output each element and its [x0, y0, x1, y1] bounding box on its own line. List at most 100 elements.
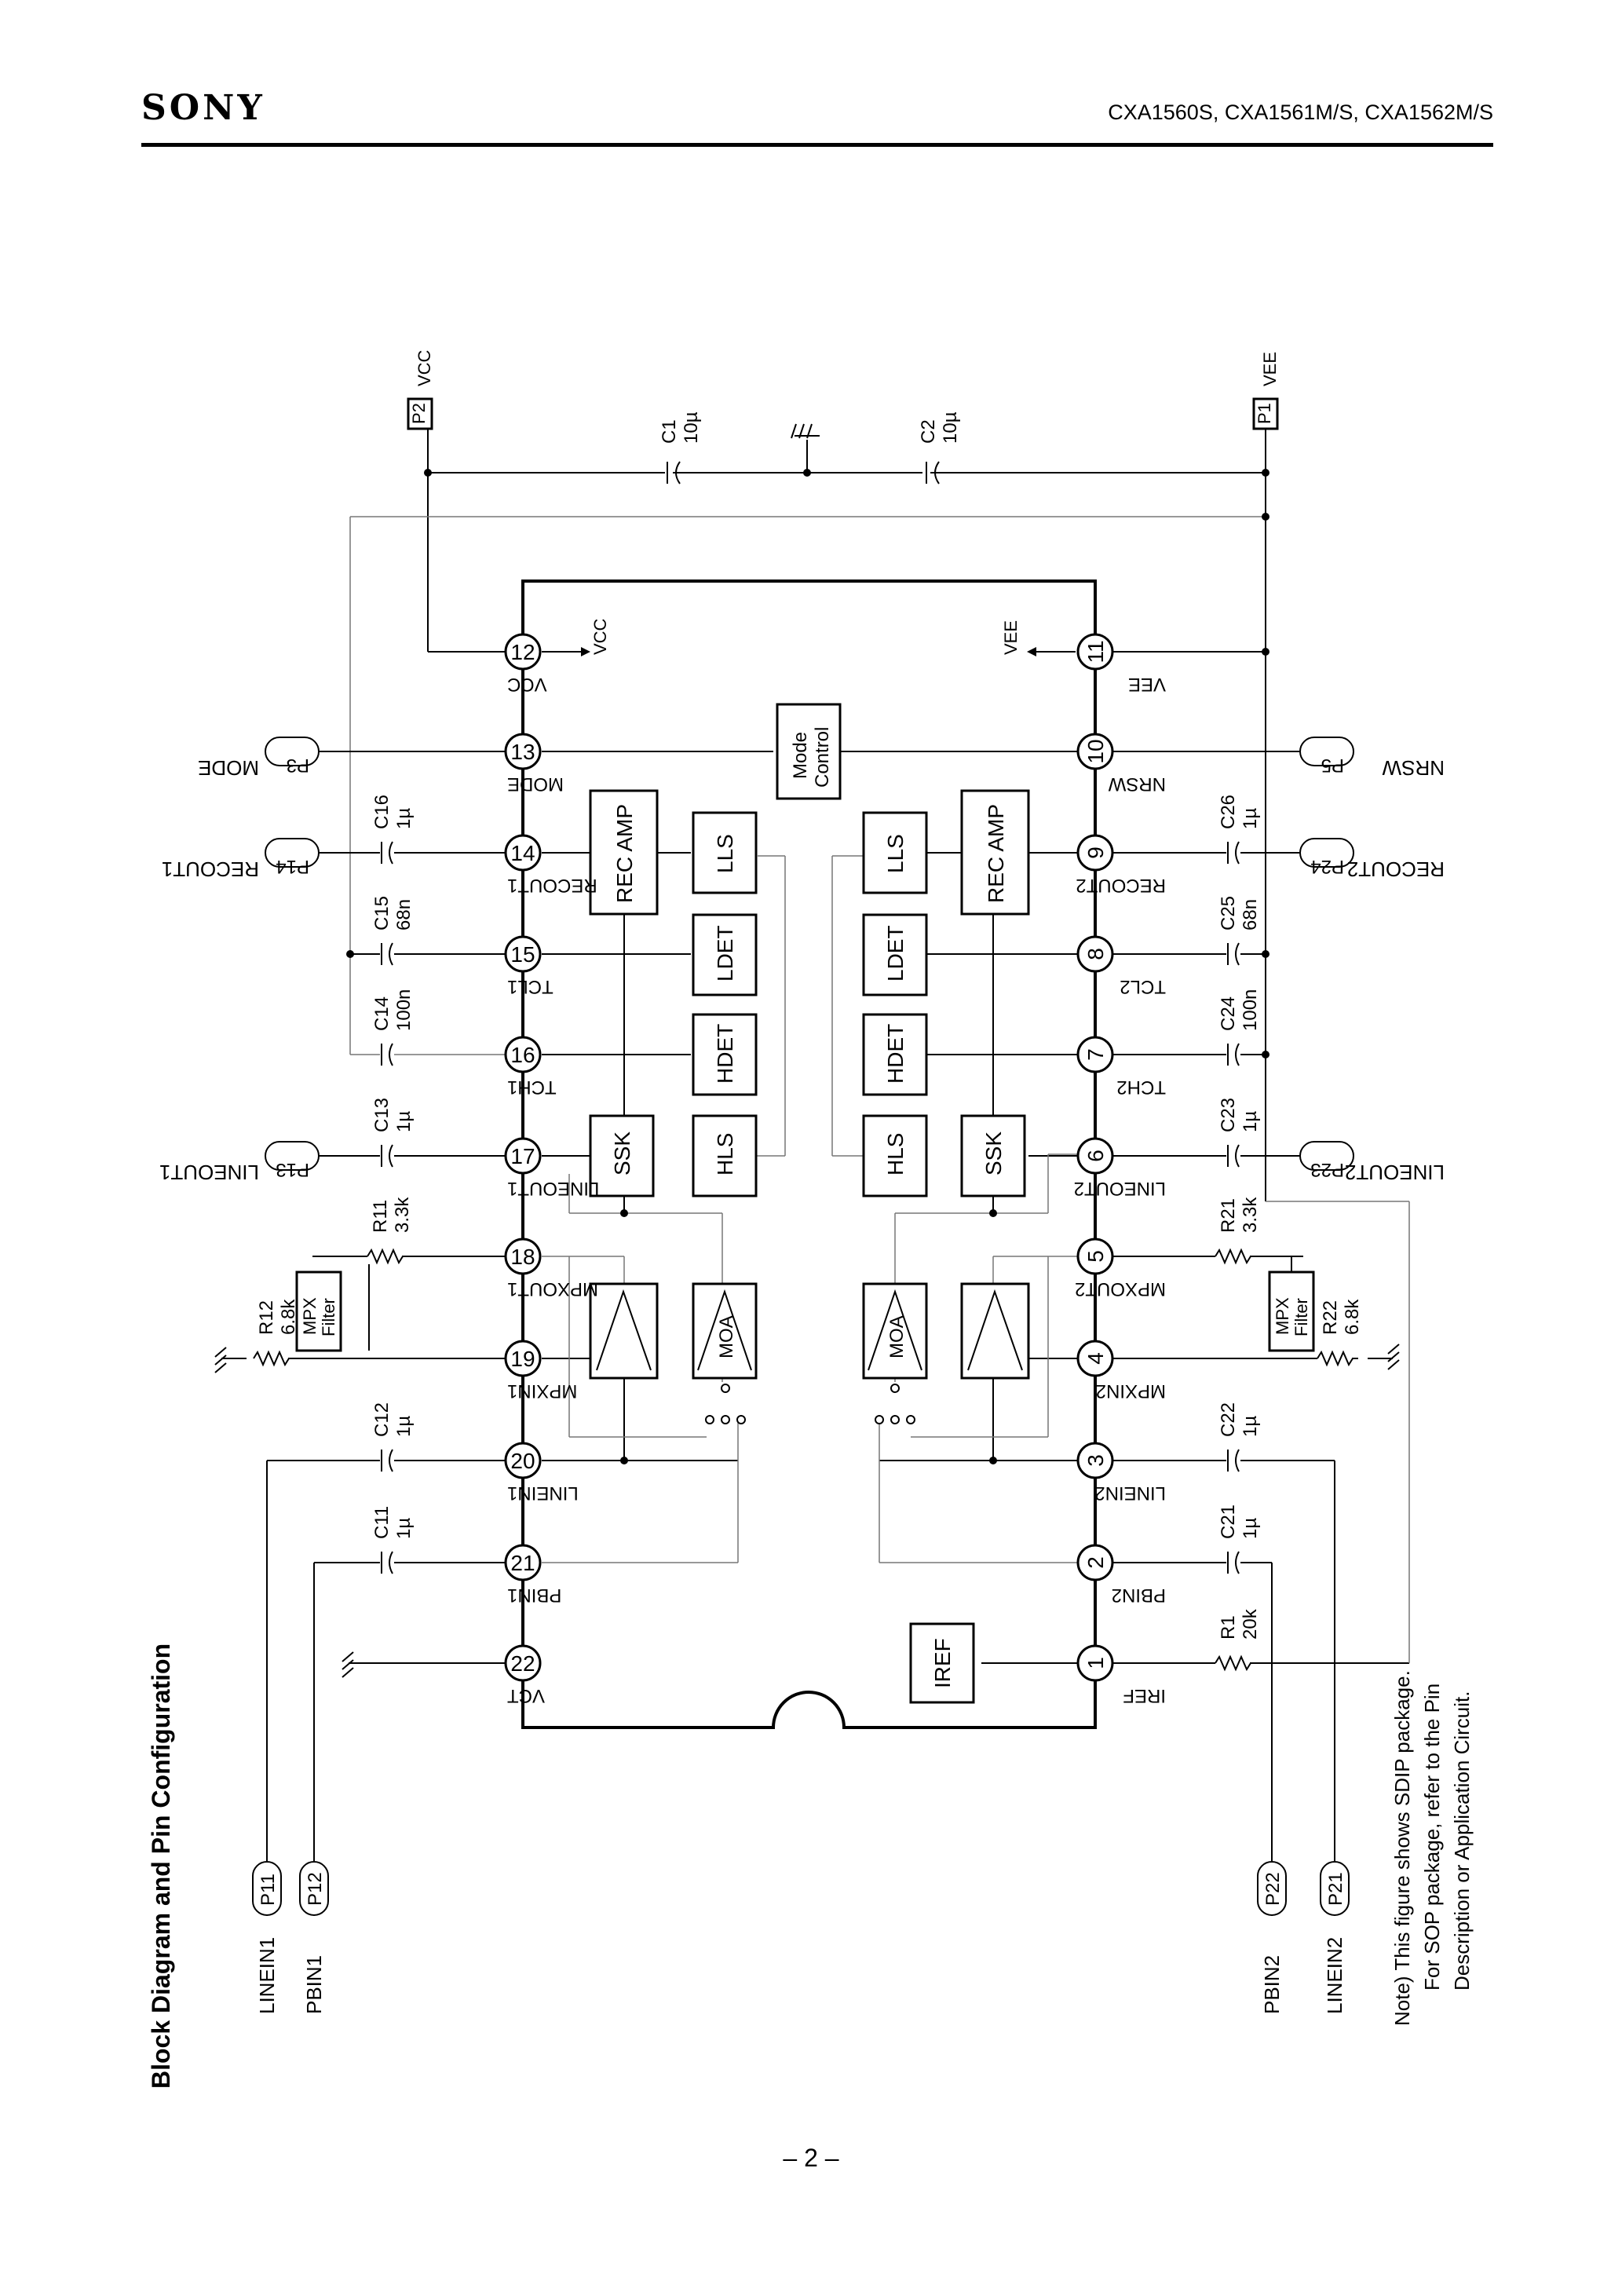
- pin-number: 17: [510, 1144, 535, 1168]
- supply-section: P2 VCC P1 VEE C1 10µ C2 10µ VCC: [350, 349, 1280, 1201]
- pin-number: 12: [510, 640, 535, 664]
- ldet-right: [862, 913, 928, 996]
- pin-number: 4: [1083, 1352, 1108, 1365]
- svg-text:C26: C26: [1218, 795, 1239, 829]
- svg-text:1µ: 1µ: [1240, 1518, 1261, 1539]
- lls-right: [862, 811, 928, 894]
- pin-name: MPXIN2: [1096, 1380, 1166, 1402]
- pin-name: PBIN2: [1112, 1585, 1166, 1606]
- svg-text:LINEOUT1: LINEOUT1: [159, 1161, 259, 1184]
- pin-number: 10: [1083, 739, 1108, 763]
- svg-text:C23: C23: [1218, 1098, 1239, 1132]
- pin-name: VEE: [1128, 674, 1166, 695]
- pin-name: RECOUT2: [1076, 875, 1166, 896]
- svg-text:P2: P2: [409, 403, 429, 424]
- svg-text:VEE: VEE: [1001, 620, 1021, 655]
- svg-text:LDET: LDET: [883, 925, 908, 982]
- svg-text:20k: 20k: [1240, 1608, 1261, 1640]
- ground-symbol: [214, 1347, 247, 1373]
- pin-name: LINEOUT1: [507, 1178, 599, 1199]
- pin-name: MPXOUT1: [507, 1278, 598, 1300]
- svg-text:C22: C22: [1218, 1402, 1239, 1437]
- pin-name: NRSW: [1108, 773, 1166, 795]
- svg-text:C24: C24: [1218, 996, 1239, 1031]
- svg-text:C12: C12: [371, 1402, 393, 1437]
- svg-text:MPX: MPX: [300, 1297, 320, 1335]
- pin-name: TCH2: [1116, 1077, 1166, 1098]
- svg-text:C13: C13: [371, 1098, 393, 1132]
- svg-text:IREF: IREF: [930, 1638, 955, 1688]
- svg-text:MOA: MOA: [716, 1315, 737, 1358]
- internal-blocks: Mode Control REC AMP REC AMP LLS LLS LDE…: [295, 703, 1315, 1704]
- svg-text:LLS: LLS: [713, 834, 737, 873]
- svg-text:R22: R22: [1320, 1300, 1341, 1335]
- svg-text:Mode: Mode: [790, 732, 811, 779]
- svg-text:SSK: SSK: [610, 1132, 634, 1175]
- pin-name: IREF: [1123, 1685, 1166, 1706]
- svg-text:P21: P21: [1325, 1872, 1346, 1906]
- amp-triangle-left: [589, 1282, 659, 1380]
- svg-text:MOA: MOA: [886, 1315, 908, 1358]
- svg-text:R12: R12: [256, 1300, 277, 1335]
- svg-text:Filter: Filter: [319, 1298, 338, 1336]
- svg-text:P14: P14: [276, 856, 309, 877]
- hdet-right: [862, 1013, 928, 1096]
- pin-number: 9: [1083, 846, 1108, 859]
- lls-left: [692, 811, 758, 894]
- svg-text:RECOUT2: RECOUT2: [1347, 857, 1445, 881]
- pin-name: LINEIN1: [507, 1483, 579, 1504]
- svg-text:LDET: LDET: [713, 925, 737, 982]
- svg-text:R1: R1: [1218, 1615, 1239, 1640]
- figure-title: Block Diagram and Pin Configuration: [147, 1643, 175, 2089]
- svg-text:C2: C2: [918, 419, 939, 444]
- pin-number: 14: [510, 841, 535, 865]
- svg-text:3.3k: 3.3k: [392, 1197, 413, 1233]
- pin-number: 11: [1083, 640, 1108, 663]
- pin-name: MODE: [507, 773, 564, 795]
- pin-number: 6: [1083, 1150, 1108, 1162]
- pin-number: 20: [510, 1449, 535, 1473]
- svg-text:P1: P1: [1255, 403, 1274, 424]
- moa-left: [692, 1282, 758, 1380]
- svg-text:VEE: VEE: [1260, 352, 1280, 386]
- rec-amp-left: [589, 789, 659, 916]
- svg-text:1µ: 1µ: [393, 1416, 415, 1437]
- pin-number: 7: [1083, 1048, 1108, 1061]
- pin-number: 1: [1083, 1657, 1108, 1669]
- pin-name: VCC: [507, 674, 547, 695]
- ssk-left: [589, 1114, 655, 1197]
- mode-control-block: [776, 703, 842, 800]
- svg-text:P12: P12: [305, 1872, 326, 1906]
- pin-name: PBIN1: [507, 1585, 561, 1606]
- svg-text:REC AMP: REC AMP: [984, 804, 1008, 903]
- note-line-3: Description or Application Circuit.: [1450, 1691, 1474, 1991]
- svg-text:1µ: 1µ: [1240, 1111, 1261, 1132]
- svg-text:C16: C16: [371, 795, 393, 829]
- svg-text:PBIN2: PBIN2: [1260, 1955, 1284, 2014]
- note: Note) This figure shows SDIP package. Fo…: [1390, 1670, 1474, 2026]
- ldet-left: [692, 913, 758, 996]
- header-rule: [141, 143, 1493, 147]
- svg-text:68n: 68n: [393, 899, 415, 930]
- pin-number: 13: [510, 740, 535, 764]
- pin-number: 18: [510, 1245, 535, 1269]
- mpx-filter-left: [295, 1270, 342, 1352]
- svg-text:MPX: MPX: [1273, 1297, 1292, 1335]
- svg-text:100n: 100n: [1240, 989, 1261, 1031]
- mpx-filter-right: [1268, 1270, 1315, 1352]
- svg-text:Filter: Filter: [1291, 1298, 1311, 1336]
